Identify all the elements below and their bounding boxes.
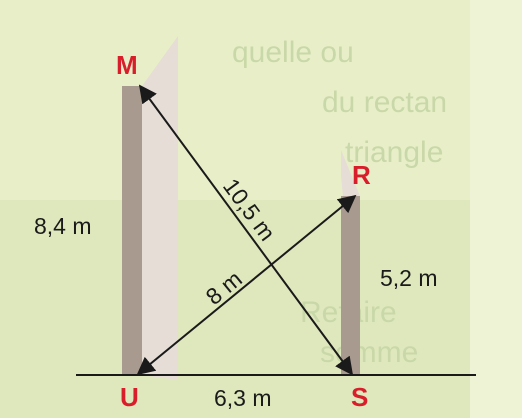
point-r-label: R: [352, 160, 371, 190]
bg-text-line: quelle ou: [232, 36, 354, 69]
length-mu-label: 8,4 m: [34, 213, 92, 239]
bg-text-line: triangle: [345, 136, 443, 169]
point-s-label: S: [351, 382, 368, 412]
segment-ur: [136, 194, 357, 376]
point-m-label: M: [116, 50, 138, 80]
pole-mu: [122, 36, 178, 380]
bg-text-line: somme: [320, 336, 418, 369]
point-u-label: U: [120, 382, 139, 412]
bg-text-line: du rectan: [322, 86, 447, 119]
length-us-label: 6,3 m: [214, 385, 272, 411]
length-rs-label: 5,2 m: [380, 265, 438, 291]
